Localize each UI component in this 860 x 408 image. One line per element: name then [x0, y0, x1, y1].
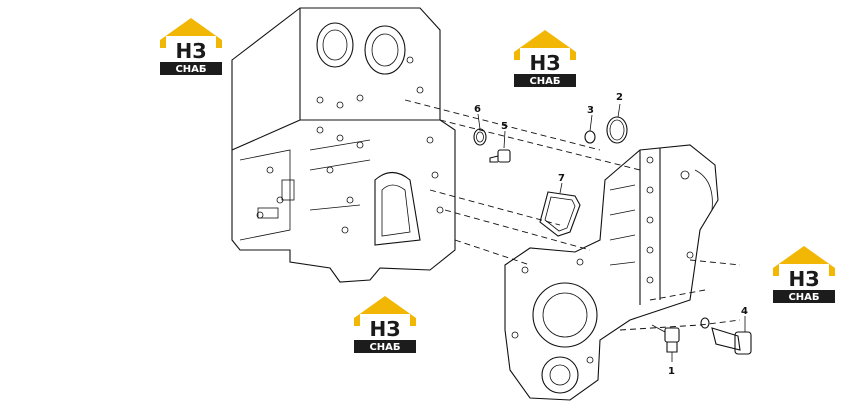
callout-3: 3 — [587, 105, 594, 116]
bolt-part-1 — [651, 324, 680, 353]
svg-text:СНАБ: СНАБ — [175, 64, 206, 75]
svg-text:НЗ: НЗ — [530, 51, 561, 75]
svg-text:НЗ: НЗ — [176, 39, 207, 63]
gasket-part-7 — [539, 191, 581, 237]
callout-7: 7 — [558, 173, 565, 184]
front-cover-housing — [504, 144, 719, 401]
plug-part-5 — [489, 149, 511, 163]
callout-6: 6 — [474, 104, 481, 115]
logo-bottom-center: НЗ СНАБ — [354, 296, 416, 353]
svg-text:СНАБ: СНАБ — [529, 76, 560, 87]
bolt-part-4 — [700, 317, 752, 355]
callout-5: 5 — [501, 121, 508, 132]
logo-top-left: НЗ СНАБ — [160, 18, 222, 75]
o-ring-part-3 — [584, 130, 596, 144]
o-ring-part-2 — [606, 116, 628, 144]
callout-4: 4 — [741, 306, 748, 317]
svg-text:НЗ: НЗ — [370, 317, 401, 341]
alignment-lines — [404, 99, 741, 331]
svg-text:СНАБ: СНАБ — [369, 342, 400, 353]
o-ring-part-6 — [473, 128, 487, 146]
logo-top-center: НЗ СНАБ — [514, 30, 576, 87]
callout-leaders — [477, 103, 746, 362]
callout-1: 1 — [668, 366, 675, 377]
engine-block — [231, 7, 456, 283]
svg-text:НЗ: НЗ — [789, 267, 820, 291]
callout-2: 2 — [616, 92, 623, 103]
svg-text:СНАБ: СНАБ — [788, 292, 819, 303]
logo-right: НЗ СНАБ — [773, 246, 835, 303]
